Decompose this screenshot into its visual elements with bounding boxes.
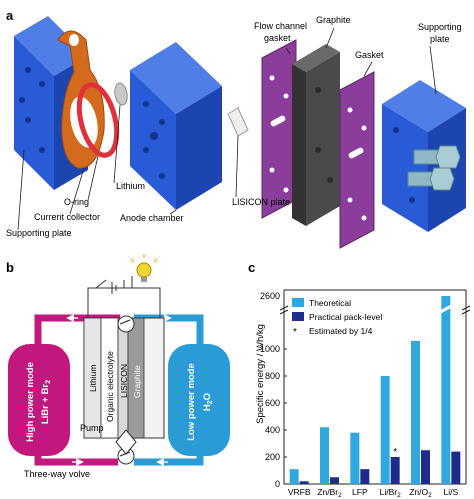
label-graphite-a: Graphite: [316, 15, 351, 25]
y-tick-label: 800: [265, 371, 280, 381]
y-tick-label: 600: [265, 398, 280, 408]
bar-theoretical: [411, 341, 420, 484]
bar-practical: [330, 477, 339, 484]
y-tick-label: 1000: [260, 344, 280, 354]
y-tick-label: 200: [265, 452, 280, 462]
panel-a-letter: a: [6, 8, 14, 23]
x-tick-label: VRFB: [288, 487, 311, 497]
label-anode-chamber: Anode chamber: [120, 213, 184, 223]
bar-practical: [451, 452, 460, 484]
panel-b-letter: b: [6, 260, 14, 275]
label-flow-channel-1: Flow channel: [254, 21, 307, 31]
label-supporting-plate-left: Supporting plate: [6, 228, 72, 238]
legend-star: *: [293, 327, 297, 338]
bar-practical: [360, 469, 369, 484]
lightbulb-icon: [131, 254, 157, 282]
x-tick-label: Li/S: [444, 487, 459, 497]
label-b-three-way-valve: Three-way volve: [24, 469, 90, 479]
legend-swatch: [292, 298, 304, 307]
panel-b: b Lithium Organic: [6, 254, 230, 479]
y-tick-label: 0: [275, 479, 280, 489]
x-tick-label: Li/Br2: [380, 487, 401, 499]
bar-theoretical: [381, 376, 390, 484]
bar-practical: [300, 481, 309, 484]
label-high-power-1: High power mode: [25, 362, 36, 442]
label-b-lithium: Lithium: [88, 365, 98, 392]
panel-c: c Specific energy / Wh/kg 02004006008001…: [248, 260, 470, 499]
legend-label: Theoretical: [309, 298, 351, 308]
lisicon-plate: [228, 108, 248, 136]
x-tick-label: LFP: [352, 487, 368, 497]
bar-theoretical: [350, 433, 359, 484]
estimated-star: *: [393, 447, 397, 458]
low-power-tank: [168, 344, 230, 456]
label-supporting-right-2: plate: [430, 34, 450, 44]
label-high-power-2: LiBr + Br2: [40, 380, 52, 424]
gasket: [340, 72, 374, 248]
graphite-plate: [292, 44, 340, 226]
legend-label-estimated: Estimated by 1/4: [309, 326, 373, 336]
label-gasket: Gasket: [355, 50, 384, 60]
legend-swatch: [292, 312, 304, 321]
external-circuit: [88, 276, 160, 318]
lithium-disc: [113, 82, 129, 106]
label-low-power-1: Low power mode: [186, 363, 197, 441]
bar-theoretical: [290, 469, 299, 484]
three-way-valve-top: [118, 316, 134, 332]
bar-theoretical: [441, 296, 450, 484]
panel-c-letter: c: [248, 260, 255, 275]
label-b-lisicon: LISICON: [119, 364, 129, 398]
legend-label: Practical pack-level: [309, 312, 382, 322]
label-b-pump: Pump: [80, 423, 104, 433]
label-current-collector: Current collector: [34, 212, 100, 222]
high-power-tank: [8, 344, 70, 456]
bar-theoretical: [320, 427, 329, 484]
bar-practical: [391, 457, 400, 484]
label-b-organic-electrolyte: Organic electrolyte: [105, 351, 115, 422]
label-supporting-right-1: Supporting: [418, 22, 462, 32]
label-lisicon-plate: LISICON plate: [232, 197, 290, 207]
label-b-graphite: Graphite: [132, 365, 142, 398]
label-o-ring: O-ring: [64, 197, 89, 207]
bar-practical: [421, 450, 430, 484]
flow-channel-gasket: [262, 40, 296, 218]
panel-a: a: [6, 8, 466, 248]
x-tick-label: Zn/O2: [409, 487, 432, 499]
label-lithium: Lithium: [116, 181, 145, 191]
y-tick-label: 400: [265, 425, 280, 435]
y-tick-label-break: 2600: [260, 291, 280, 301]
label-flow-channel-2: gasket: [264, 33, 291, 43]
x-tick-label: Zn/Br2: [317, 487, 342, 499]
